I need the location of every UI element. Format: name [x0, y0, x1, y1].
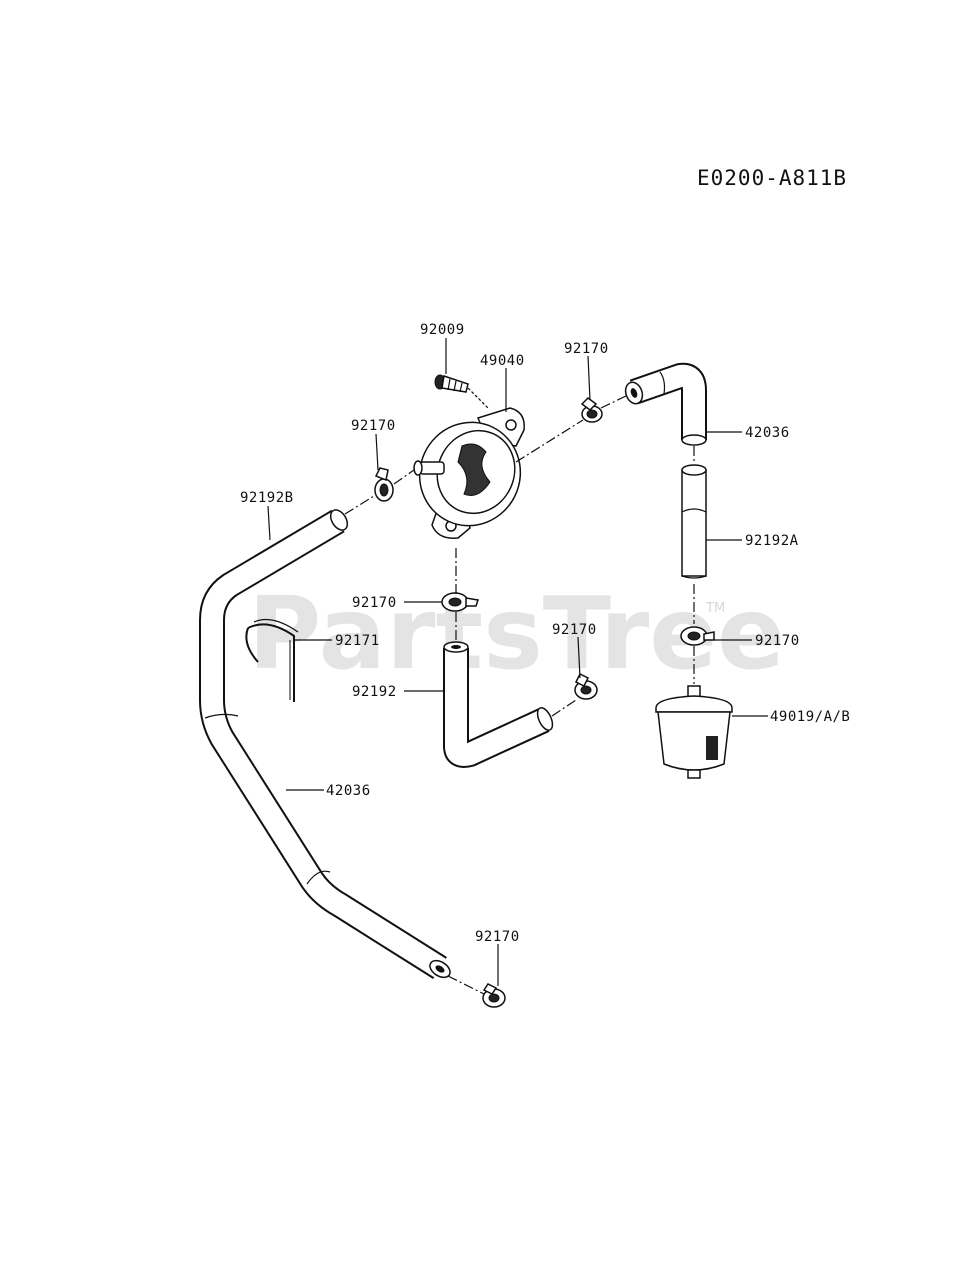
diagram-code: E0200-A811B — [697, 166, 847, 190]
clamp-92170-mid — [441, 592, 479, 612]
clamp-92170-bottom — [482, 983, 506, 1008]
hose-42036-left — [199, 509, 451, 979]
label-92009: 92009 — [420, 322, 465, 338]
part-labels: 92009 49040 92170 42036 92170 92192B 921… — [240, 322, 850, 945]
fuel-filter-49019 — [655, 685, 733, 779]
hose-92192A — [681, 464, 707, 579]
screw-92009 — [434, 374, 489, 409]
label-92192A: 92192A — [745, 533, 799, 549]
clamp-92170-center — [574, 672, 598, 700]
clamp-92170-top — [580, 397, 603, 423]
label-92170-top: 92170 — [564, 341, 609, 357]
label-92192B: 92192B — [240, 490, 294, 506]
label-92170-mid: 92170 — [352, 595, 397, 611]
label-49019: 49019/A/B — [770, 709, 850, 725]
fuel-pump-49040 — [413, 407, 525, 539]
label-42036-left: 42036 — [326, 783, 371, 799]
clip-92171 — [245, 619, 299, 702]
watermark-tm: TM — [705, 601, 725, 616]
label-92171: 92171 — [335, 633, 380, 649]
label-42036-right: 42036 — [745, 425, 790, 441]
label-92170-bottom: 92170 — [475, 929, 520, 945]
label-92192: 92192 — [352, 684, 397, 700]
label-92170-center: 92170 — [552, 622, 597, 638]
label-92170-left: 92170 — [351, 418, 396, 434]
label-92170-right: 92170 — [755, 633, 800, 649]
leader-lines — [267, 338, 768, 986]
label-49040: 49040 — [480, 353, 525, 369]
hose-92192 — [443, 641, 554, 768]
clamp-92170-left — [374, 467, 394, 502]
assembly-lines — [344, 395, 695, 995]
hose-42036-right — [624, 362, 707, 446]
